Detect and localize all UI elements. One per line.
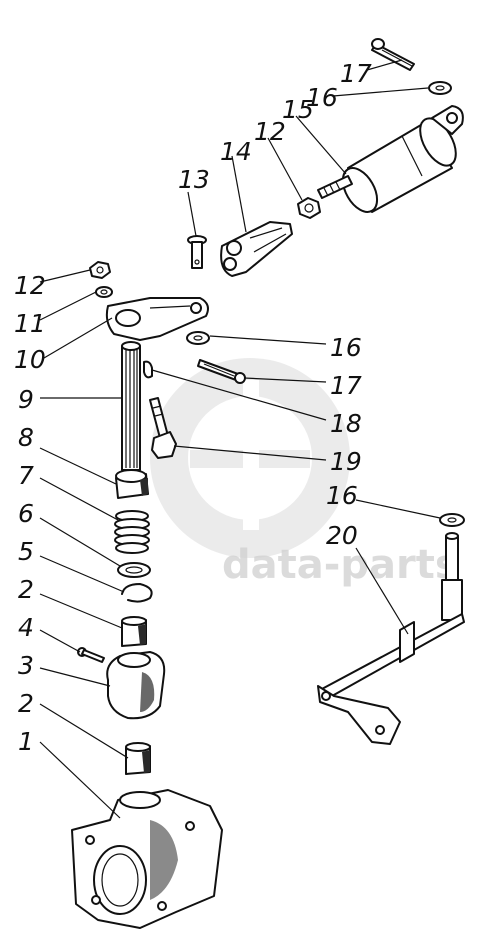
callout-16-right: 16 [326, 481, 358, 510]
part-17-cotter-pin-middle [197, 359, 246, 384]
part-10-steering-arm [105, 297, 209, 341]
callout-8: 8 [18, 423, 34, 452]
callout-20: 20 [326, 521, 358, 550]
part-16-washer-middle [186, 331, 210, 345]
callout-12-left: 12 [14, 271, 46, 300]
leader-lines [39, 59, 441, 819]
callout-16-top: 16 [306, 83, 338, 112]
part-5-snap-ring [121, 583, 153, 603]
callout-18: 18 [330, 409, 362, 438]
part-13-pin [187, 235, 207, 269]
part-6-washer [117, 562, 151, 578]
callout-16-middle: 16 [330, 333, 362, 362]
part-14-rod-end [220, 221, 293, 277]
callout-5: 5 [18, 537, 34, 566]
callout-13: 13 [178, 165, 210, 194]
callout-7: 7 [18, 461, 34, 490]
callout-17-middle: 17 [330, 371, 362, 400]
callout-11: 11 [14, 309, 46, 338]
part-16-washer-top [428, 81, 452, 95]
callout-2-lower: 2 [18, 689, 34, 718]
callout-12-upper: 12 [254, 117, 286, 146]
callout-4: 4 [18, 613, 34, 642]
part-2-bushing-upper [121, 616, 147, 647]
part-12-nut-left [89, 261, 111, 279]
callout-3: 3 [18, 651, 34, 680]
part-16-washer-right [439, 513, 465, 527]
callout-1: 1 [18, 727, 34, 756]
part-2-bushing-lower [125, 742, 151, 775]
callout-15: 15 [282, 95, 314, 124]
part-15-power-cylinder [317, 105, 464, 213]
callout-17-top: 17 [340, 59, 372, 88]
callout-10: 10 [14, 345, 46, 374]
part-3-housing [106, 651, 166, 720]
watermark-logo [150, 358, 350, 558]
part-20-bracket [317, 532, 465, 745]
part-1-casing [71, 789, 223, 929]
part-4-screw [77, 647, 105, 663]
callout-6: 6 [18, 499, 34, 528]
callout-9: 9 [18, 385, 34, 414]
callout-14: 14 [220, 137, 252, 166]
callout-labels: 17 16 15 12 14 13 12 11 10 16 17 18 19 9… [14, 59, 372, 756]
callout-2-upper: 2 [18, 575, 34, 604]
part-9-splined-shaft [121, 341, 141, 471]
part-12-nut-upper [297, 197, 321, 219]
part-19-bolt [149, 397, 177, 459]
part-17-cotter-pin-top [371, 38, 415, 71]
callout-19: 19 [330, 447, 362, 476]
part-8-bushing [115, 469, 149, 499]
part-11-washer [95, 286, 113, 298]
part-7-spring [114, 510, 150, 554]
watermark-text: data-parts [222, 542, 459, 588]
part-18-key [143, 360, 153, 379]
